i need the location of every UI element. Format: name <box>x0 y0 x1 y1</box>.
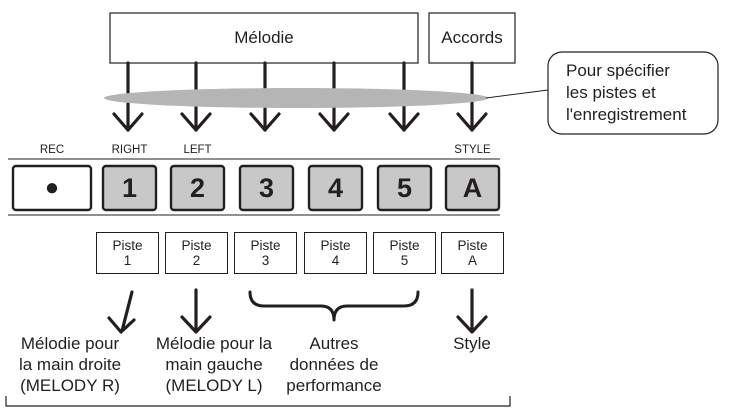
track-button-5-label: 5 <box>396 172 413 203</box>
desc-other: Autres données de performance <box>280 333 388 396</box>
left-label: LEFT <box>183 144 212 156</box>
desc-line: Mélodie pour la <box>155 334 273 353</box>
track-number: 3 <box>261 253 270 268</box>
bottom-bracket <box>5 396 511 407</box>
desc-line: la main droite <box>18 355 122 374</box>
desc-line: Autres <box>309 334 359 353</box>
track-number: A <box>467 253 477 268</box>
desc-style: Style <box>436 333 508 354</box>
track-name: Piste <box>112 238 143 253</box>
callout-leader <box>485 89 549 99</box>
desc-line: main gauche <box>165 355 263 374</box>
track-number: 1 <box>123 253 132 268</box>
track-box-5: Piste 5 <box>373 232 436 274</box>
track-button-3 <box>238 164 295 212</box>
track-name: Piste <box>457 238 488 253</box>
desc-line: Mélodie pour <box>20 334 120 353</box>
track-name: Piste <box>250 238 281 253</box>
track-box-a: Piste A <box>441 232 504 274</box>
arrow-down-icon <box>180 288 212 334</box>
track-button-1 <box>101 164 158 212</box>
rec-label: REC <box>39 144 65 156</box>
track-button-2 <box>169 164 226 212</box>
curly-brace <box>248 290 420 322</box>
track-box-3: Piste 3 <box>234 232 297 274</box>
track-button-3-label: 3 <box>258 172 275 203</box>
style-track-button <box>444 164 501 212</box>
track-button-4 <box>307 164 364 212</box>
track-button-4-label: 4 <box>327 172 344 203</box>
style-label: STYLE <box>454 144 491 156</box>
track-number: 2 <box>192 253 201 268</box>
desc-right-hand: Mélodie pour la main droite (MELODY R) <box>4 333 136 396</box>
right-label: RIGHT <box>111 144 148 156</box>
callout-line: Pour spécifier <box>566 61 670 80</box>
rec-dot-icon: ● <box>44 174 60 201</box>
desc-line: (MELODY R) <box>20 376 120 395</box>
track-box-4: Piste 4 <box>304 232 367 274</box>
chords-box <box>428 12 516 64</box>
melody-label: Mélodie <box>234 28 294 47</box>
track-box-2: Piste 2 <box>165 232 228 274</box>
track-box-1: Piste 1 <box>96 232 159 274</box>
style-button-label: A <box>462 172 483 203</box>
callout-text: Pour spécifier les pistes et l'enregistr… <box>566 60 686 126</box>
callout-box <box>547 51 719 135</box>
desc-line: Style <box>453 334 491 353</box>
arrow-down-icon <box>456 288 488 334</box>
desc-line: données de <box>289 355 379 374</box>
track-number: 4 <box>331 253 340 268</box>
track-name: Piste <box>181 238 212 253</box>
chords-label: Accords <box>441 28 503 47</box>
track-name: Piste <box>320 238 351 253</box>
track-button-2-label: 2 <box>189 172 206 203</box>
callout-line: l'enregistrement <box>566 105 687 124</box>
track-button-1-label: 1 <box>121 172 138 203</box>
desc-left-hand: Mélodie pour la main gauche (MELODY L) <box>140 333 288 396</box>
rec-button <box>11 164 93 212</box>
bottom-arrows <box>107 288 488 334</box>
melody-box <box>109 12 419 64</box>
track-number: 5 <box>400 253 409 268</box>
track-name: Piste <box>389 238 420 253</box>
track-button-5 <box>376 164 433 212</box>
desc-line: (MELODY L) <box>165 376 263 395</box>
arrow-down-left-icon <box>107 290 136 334</box>
desc-line: performance <box>286 376 382 395</box>
callout-line: les pistes et <box>566 83 656 102</box>
selection-ellipse <box>104 88 488 108</box>
